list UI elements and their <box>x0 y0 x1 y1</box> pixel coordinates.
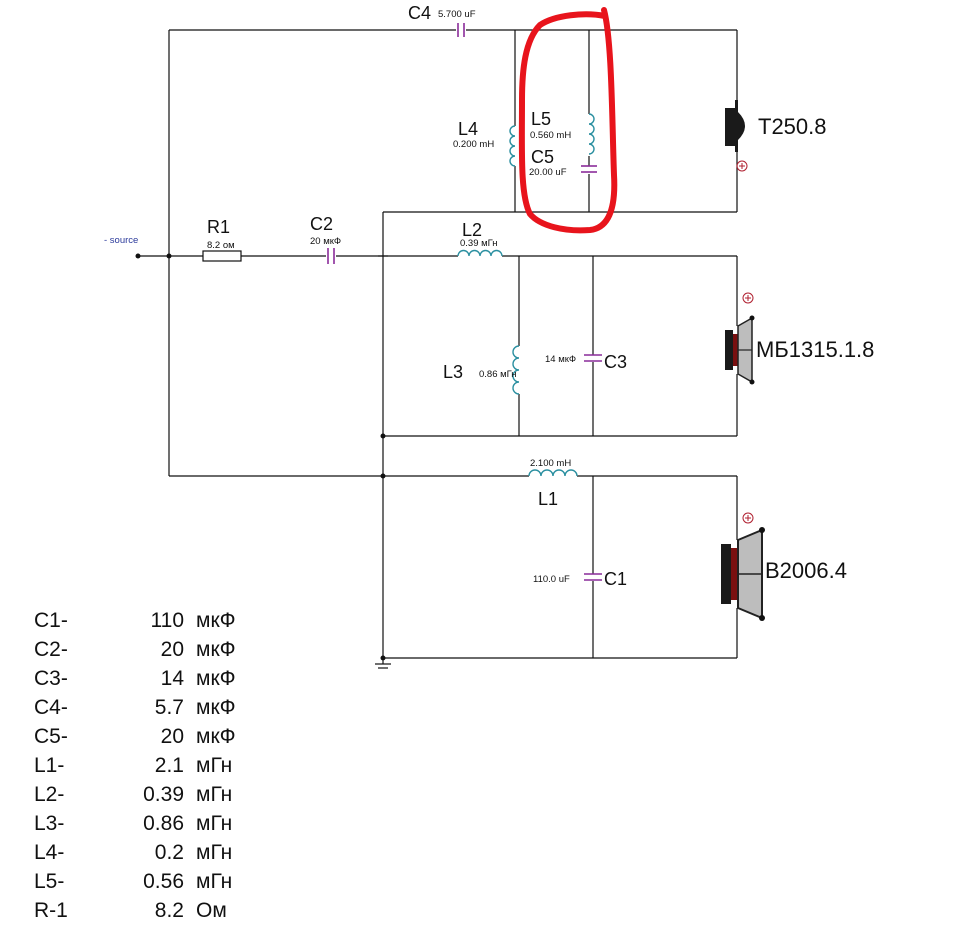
c1-value: 110.0 uF <box>533 574 570 585</box>
tweeter-speaker-icon <box>725 100 745 152</box>
c5-value: 20.00 uF <box>529 167 567 178</box>
capacitor-c5 <box>581 165 597 173</box>
r1-value: 8.2 ом <box>207 240 235 251</box>
inductor-l5 <box>588 113 595 155</box>
source-terminal-dot <box>135 253 141 259</box>
l4-name: L4 <box>458 119 478 139</box>
capacitor-c2 <box>327 248 335 264</box>
inductor-l2 <box>457 249 503 257</box>
l1-name: L1 <box>538 489 558 509</box>
inductor-l3 <box>512 345 520 395</box>
c4-value: 5.700 uF <box>438 9 476 20</box>
junction-dot <box>380 655 386 661</box>
c3-value: 14 мкФ <box>545 354 576 365</box>
l4-value: 0.200 mH <box>453 139 494 150</box>
tweeter-label: T250.8 <box>758 114 827 139</box>
junction-dot <box>380 473 386 479</box>
c3-name: C3 <box>604 352 627 372</box>
capacitor-c1 <box>584 573 602 581</box>
l5-name: L5 <box>531 109 551 129</box>
c2-value: 20 мкФ <box>310 236 341 247</box>
midrange-speaker-icon <box>725 315 755 385</box>
capacitor-c4 <box>457 23 465 37</box>
midrange-polarity-icon <box>742 292 754 304</box>
l3-value: 0.86 мГн <box>479 369 517 380</box>
l1-value: 2.100 mH <box>530 458 571 469</box>
l2-value: 0.39 мГн <box>460 238 498 249</box>
resistor-r1 <box>202 250 242 262</box>
woofer-polarity-icon <box>742 512 754 524</box>
midrange-label: МБ1315.1.8 <box>756 337 874 362</box>
junction-dot <box>380 433 386 439</box>
highlight-marker-loop <box>518 7 618 234</box>
c2-name: C2 <box>310 214 333 234</box>
c5-name: C5 <box>531 147 554 167</box>
l2-name: L2 <box>462 220 482 240</box>
l3-name: L3 <box>443 362 463 382</box>
woofer-label: B2006.4 <box>765 558 847 583</box>
l5-value: 0.560 mH <box>530 130 571 141</box>
tweeter-polarity-icon <box>736 160 748 172</box>
inductor-l4 <box>509 125 516 167</box>
woofer-speaker-icon <box>721 527 765 621</box>
r1-name: R1 <box>207 217 230 237</box>
junction-dot <box>166 253 172 259</box>
junction-dots <box>135 253 386 661</box>
inductor-l1 <box>528 469 578 477</box>
source-label: - source <box>104 235 138 246</box>
wiring <box>138 29 738 669</box>
c1-name: C1 <box>604 569 627 589</box>
c4-name: C4 <box>408 3 431 23</box>
capacitor-c3 <box>584 354 602 362</box>
